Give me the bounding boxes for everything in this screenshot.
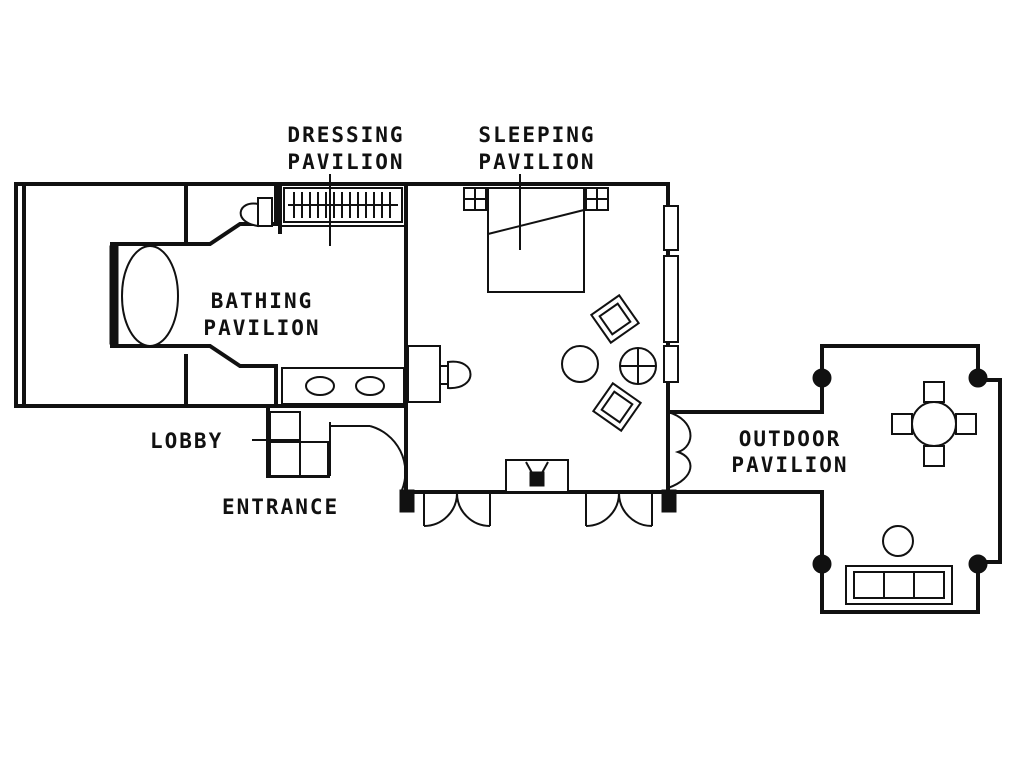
- desk-icon: [407, 345, 441, 403]
- post-icon: [968, 368, 988, 388]
- nightstand-icon: [463, 187, 487, 211]
- label-entrance: ENTRANCE: [222, 495, 339, 519]
- label-dressing-line2: PAVILION: [287, 150, 404, 174]
- armchair-icon: [589, 293, 641, 345]
- post-icon: [812, 368, 832, 388]
- window-icon: [663, 205, 679, 251]
- toilet-icon: [239, 197, 273, 228]
- label-bathing-line1: BATHING: [211, 289, 314, 313]
- bathing-pavilion: [14, 182, 408, 408]
- window-icon: [663, 345, 679, 383]
- bench-icon: [269, 411, 301, 443]
- sleeping-pavilion: [399, 182, 692, 527]
- label-sleeping-line1: SLEEPING: [478, 123, 595, 147]
- post-icon: [968, 554, 988, 574]
- dressing-pavilion: [278, 182, 404, 234]
- label-lobby: LOBBY: [150, 429, 223, 453]
- label-dressing-line1: DRESSING: [287, 123, 404, 147]
- french-door-icon: [423, 492, 491, 527]
- window-icon: [663, 255, 679, 343]
- round-table-icon: [619, 347, 657, 385]
- side-table-icon: [882, 525, 914, 557]
- patio-door-icon: [667, 411, 692, 489]
- post-icon: [812, 554, 832, 574]
- label-sleeping-line2: PAVILION: [478, 150, 595, 174]
- dining-table-icon: [891, 381, 977, 467]
- post-icon: [399, 489, 415, 513]
- armchair-icon: [591, 381, 643, 433]
- sofa-icon: [845, 565, 953, 605]
- french-door-icon: [585, 492, 653, 527]
- bathtub-icon: [121, 245, 179, 347]
- vanity-icon: [281, 367, 405, 405]
- label-outdoor-line2: PAVILION: [731, 453, 848, 477]
- outdoor-outer-wall: [666, 344, 1002, 614]
- nightstand-icon: [585, 187, 609, 211]
- fireplace-icon: [505, 459, 569, 493]
- side-table-icon: [561, 345, 599, 383]
- outdoor-pavilion: [666, 344, 1002, 614]
- bed-icon: [487, 187, 585, 293]
- chair-icon: [439, 360, 472, 390]
- lobby: [266, 408, 407, 491]
- label-bathing-line2: PAVILION: [203, 316, 320, 340]
- entrance-door-icon: [330, 425, 407, 491]
- hanging-rail-icon: [288, 192, 398, 218]
- label-outdoor-line1: OUTDOOR: [739, 427, 842, 451]
